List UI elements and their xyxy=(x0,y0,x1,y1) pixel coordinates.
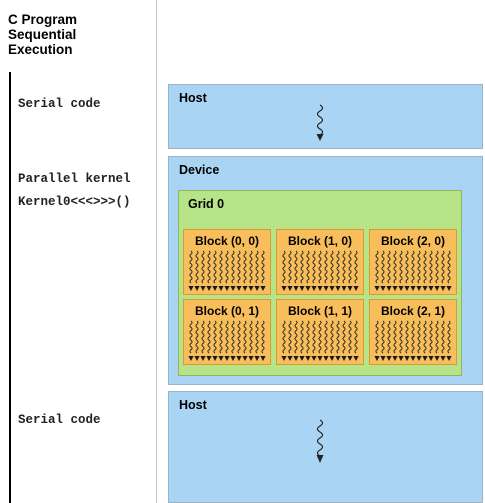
grid-0: Grid 0 Block (0, 0) Block (1, 0) Block (… xyxy=(178,190,462,376)
thread-squiggle-icon xyxy=(374,250,452,291)
program-title-line: Sequential xyxy=(8,27,77,42)
block-1-1: Block (1, 1) xyxy=(276,299,364,365)
thread-squiggle-icon xyxy=(281,250,359,291)
block-label: Block (0, 0) xyxy=(194,234,260,248)
host-panel-top: Host xyxy=(168,84,483,149)
parallel-kernel-label: Parallel kernel xyxy=(18,172,131,186)
program-column: C Program Sequential Execution Serial co… xyxy=(0,0,157,503)
execution-timeline xyxy=(9,72,11,503)
host-panel-bottom: Host xyxy=(168,391,483,503)
block-label: Block (1, 0) xyxy=(287,234,353,248)
block-label: Block (0, 1) xyxy=(194,304,260,318)
host-label: Host xyxy=(179,91,207,105)
squiggle-arrow-icon xyxy=(316,104,324,141)
block-0-0: Block (0, 0) xyxy=(183,229,271,295)
block-1-0: Block (1, 0) xyxy=(276,229,364,295)
program-title-line: C Program xyxy=(8,12,78,27)
thread-squiggle-icon xyxy=(188,320,266,361)
block-2-0: Block (2, 0) xyxy=(369,229,457,295)
block-0-1: Block (0, 1) xyxy=(183,299,271,365)
block-label: Block (2, 0) xyxy=(380,234,446,248)
block-label: Block (2, 1) xyxy=(380,304,446,318)
program-title-line: Execution xyxy=(8,42,73,57)
block-label: Block (1, 1) xyxy=(287,304,353,318)
serial-code-label-top: Serial code xyxy=(18,97,101,111)
grid-label: Grid 0 xyxy=(188,197,225,211)
kernel-call-label: Kernel0<<<>>>() xyxy=(18,195,131,209)
program-title: C Program Sequential Execution xyxy=(8,12,138,57)
device-label: Device xyxy=(179,163,220,177)
host-label: Host xyxy=(179,398,207,412)
thread-squiggle-icon xyxy=(374,320,452,361)
thread-squiggle-icon xyxy=(281,320,359,361)
block-2-1: Block (2, 1) xyxy=(369,299,457,365)
thread-squiggle-icon xyxy=(188,250,266,291)
serial-code-label-bottom: Serial code xyxy=(18,413,101,427)
squiggle-arrow-icon xyxy=(316,419,324,463)
